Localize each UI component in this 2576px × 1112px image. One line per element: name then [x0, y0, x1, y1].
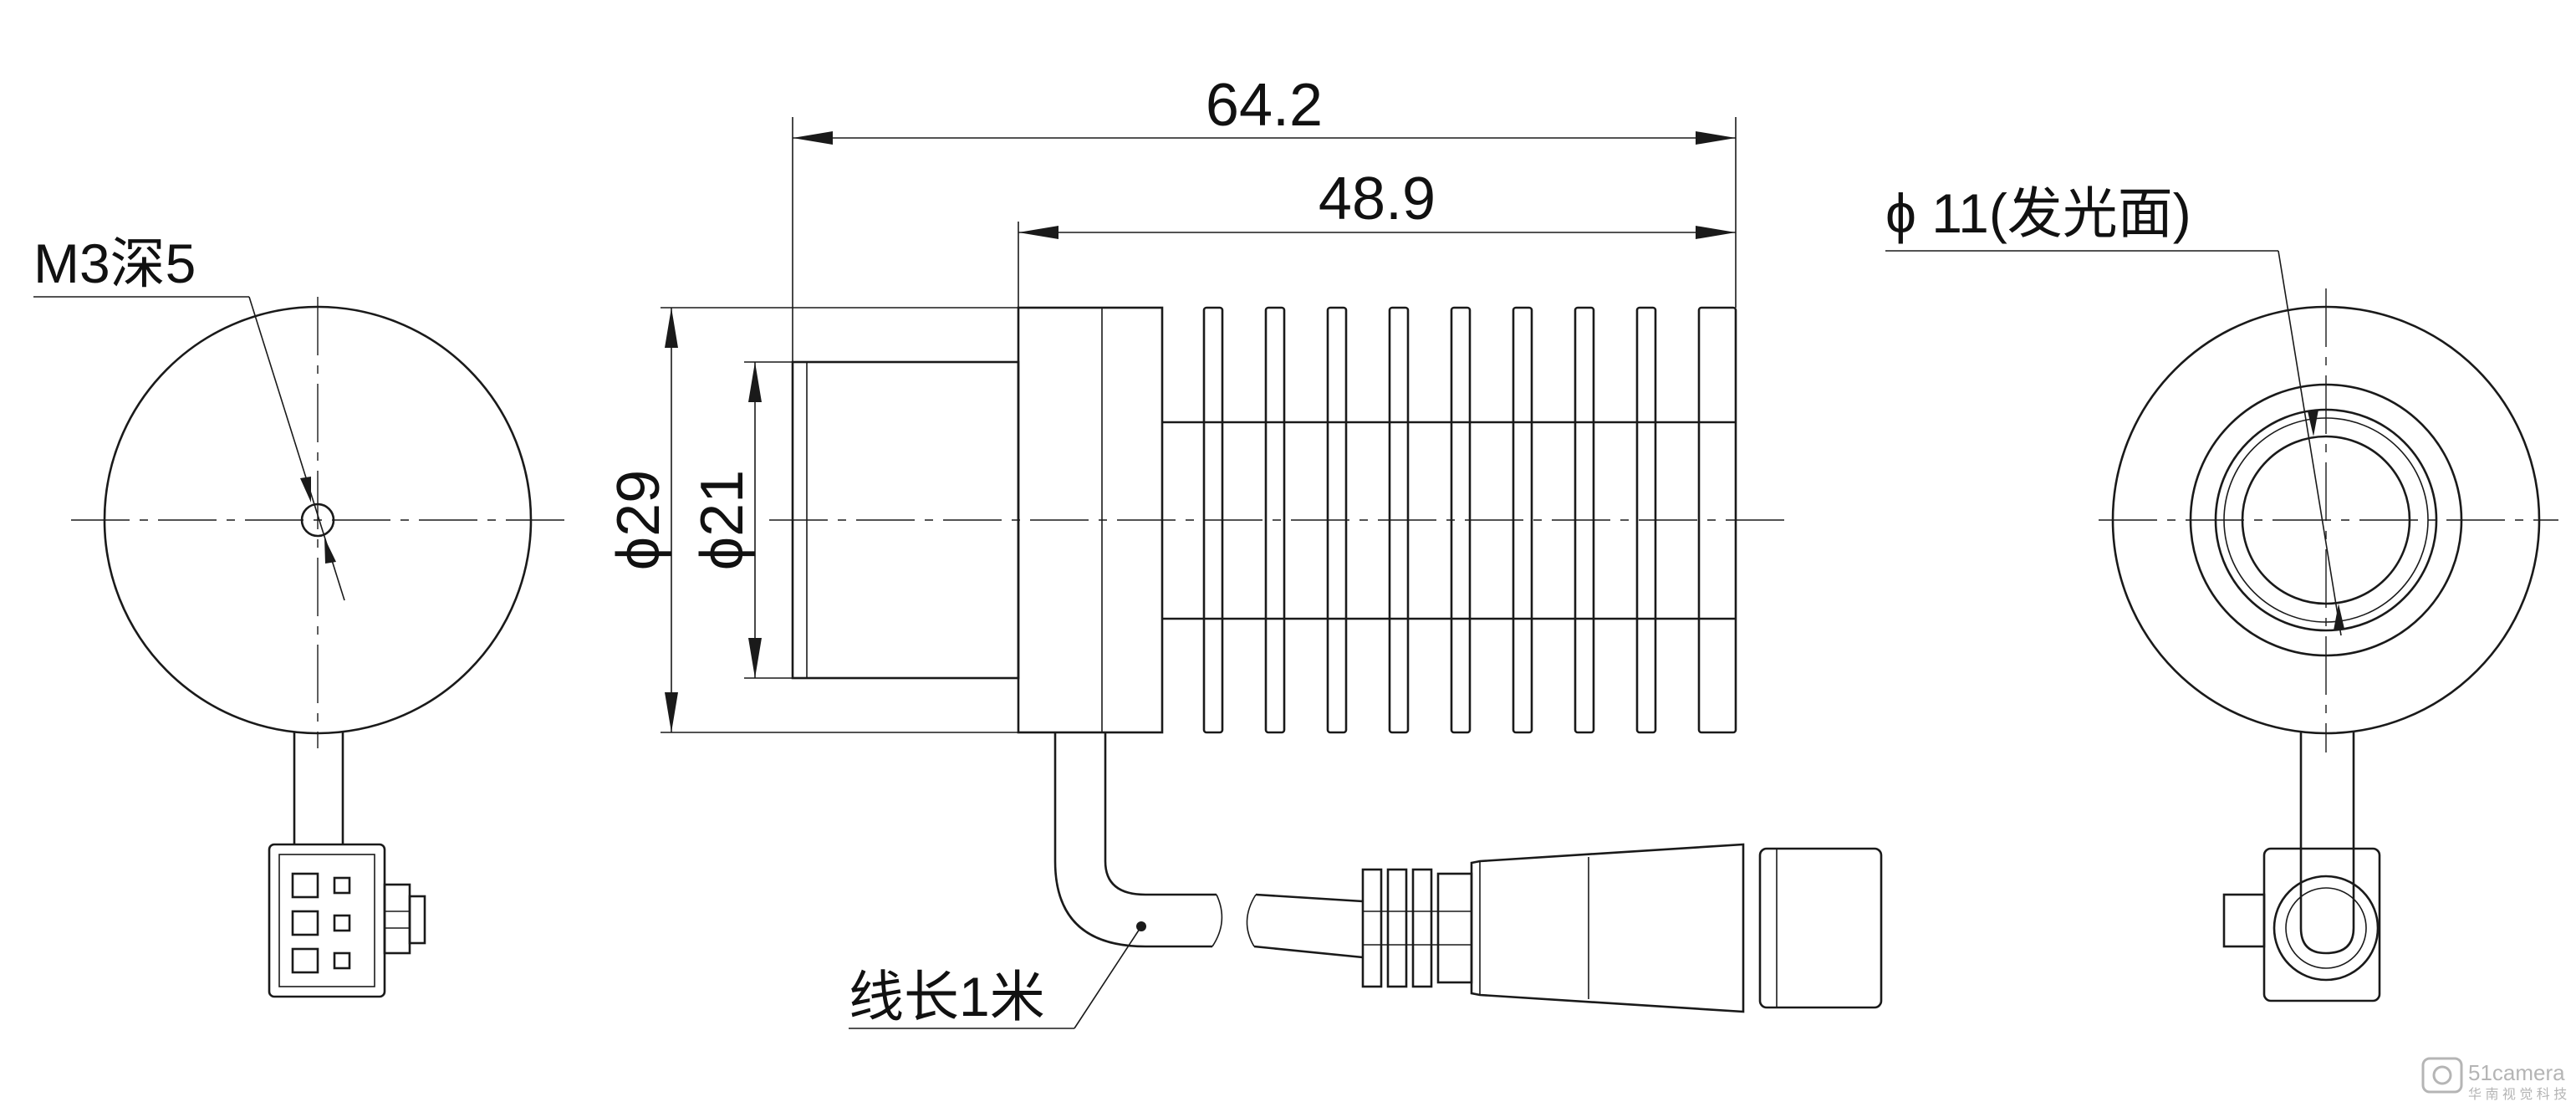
dim-overall-length: 64.2	[1206, 72, 1323, 139]
rear-connector	[268, 843, 426, 998]
front-connector	[2222, 847, 2381, 1002]
mount-hole-label: M3深5	[33, 232, 196, 294]
watermark-brand: 51camera	[2468, 1060, 2565, 1085]
emitting-face-label: ϕ 11(发光面)	[1885, 182, 2191, 244]
emitting-face-leader	[2278, 250, 2342, 636]
mount-hole-arrow-bottom	[324, 538, 336, 564]
side-view: 64.2 48.9 ϕ29 ϕ21	[605, 72, 1883, 1029]
dim-body-length: 48.9	[1319, 166, 1436, 232]
watermark-logo-icon	[2421, 1057, 2463, 1094]
side-connector	[1361, 843, 1883, 1013]
rear-view: M3深5	[33, 232, 564, 998]
side-cable	[1053, 732, 1364, 959]
watermark-sub: 华 南 视 觉 科 技	[2468, 1087, 2567, 1102]
mount-hole-arrow-top	[300, 477, 311, 502]
cable-leader	[1074, 926, 1142, 1029]
mount-hole	[300, 502, 335, 538]
dim-outer-diameter: ϕ29	[605, 470, 672, 570]
watermark: 51camera 华 南 视 觉 科 技	[2421, 1057, 2567, 1102]
front-view: ϕ 11(发光面)	[1885, 182, 2558, 1002]
cable-length-label: 线长1米	[849, 966, 1045, 1028]
dim-front-diameter: ϕ21	[689, 470, 756, 570]
